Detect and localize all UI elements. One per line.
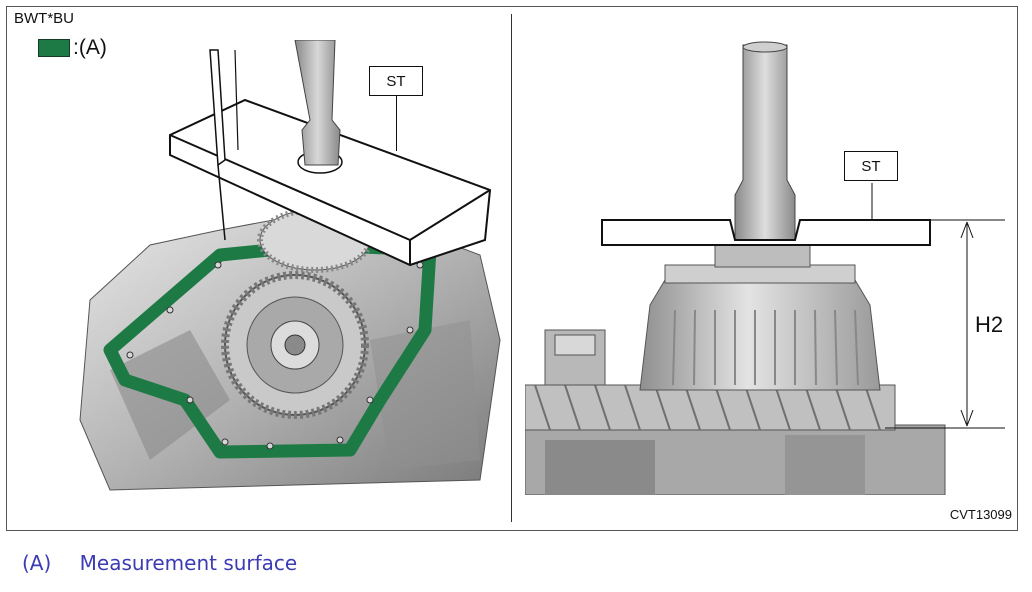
- caption-label: (A): [22, 551, 52, 575]
- figure-id: CVT13099: [949, 507, 1012, 522]
- right-illustration: [525, 41, 1005, 495]
- st-callout-right: ST: [844, 151, 898, 181]
- st-plate: [169, 98, 492, 267]
- st-leader-left: [396, 96, 397, 151]
- legend-label: :(A): [73, 36, 107, 59]
- legend: :(A): [38, 36, 107, 60]
- st-callout-left-label: ST: [386, 72, 406, 90]
- dimension-label-h2: H2: [975, 312, 1004, 337]
- st-callout-right-label: ST: [861, 157, 881, 175]
- diagram-code: BWT*BU: [14, 10, 74, 27]
- shaft: [734, 44, 796, 246]
- st-callout-left: ST: [369, 66, 423, 96]
- st-plate: [601, 219, 931, 246]
- clutch-drum: [639, 279, 881, 391]
- helical-gear: [525, 384, 896, 431]
- panel-divider: [511, 14, 512, 522]
- left-illustration: [79, 40, 501, 491]
- caption-text: Measurement surface: [79, 551, 298, 575]
- depth-gauge: [209, 49, 226, 167]
- shaft: [294, 40, 341, 166]
- caption: (A) Measurement surface: [22, 551, 297, 575]
- legend-swatch: [38, 39, 70, 57]
